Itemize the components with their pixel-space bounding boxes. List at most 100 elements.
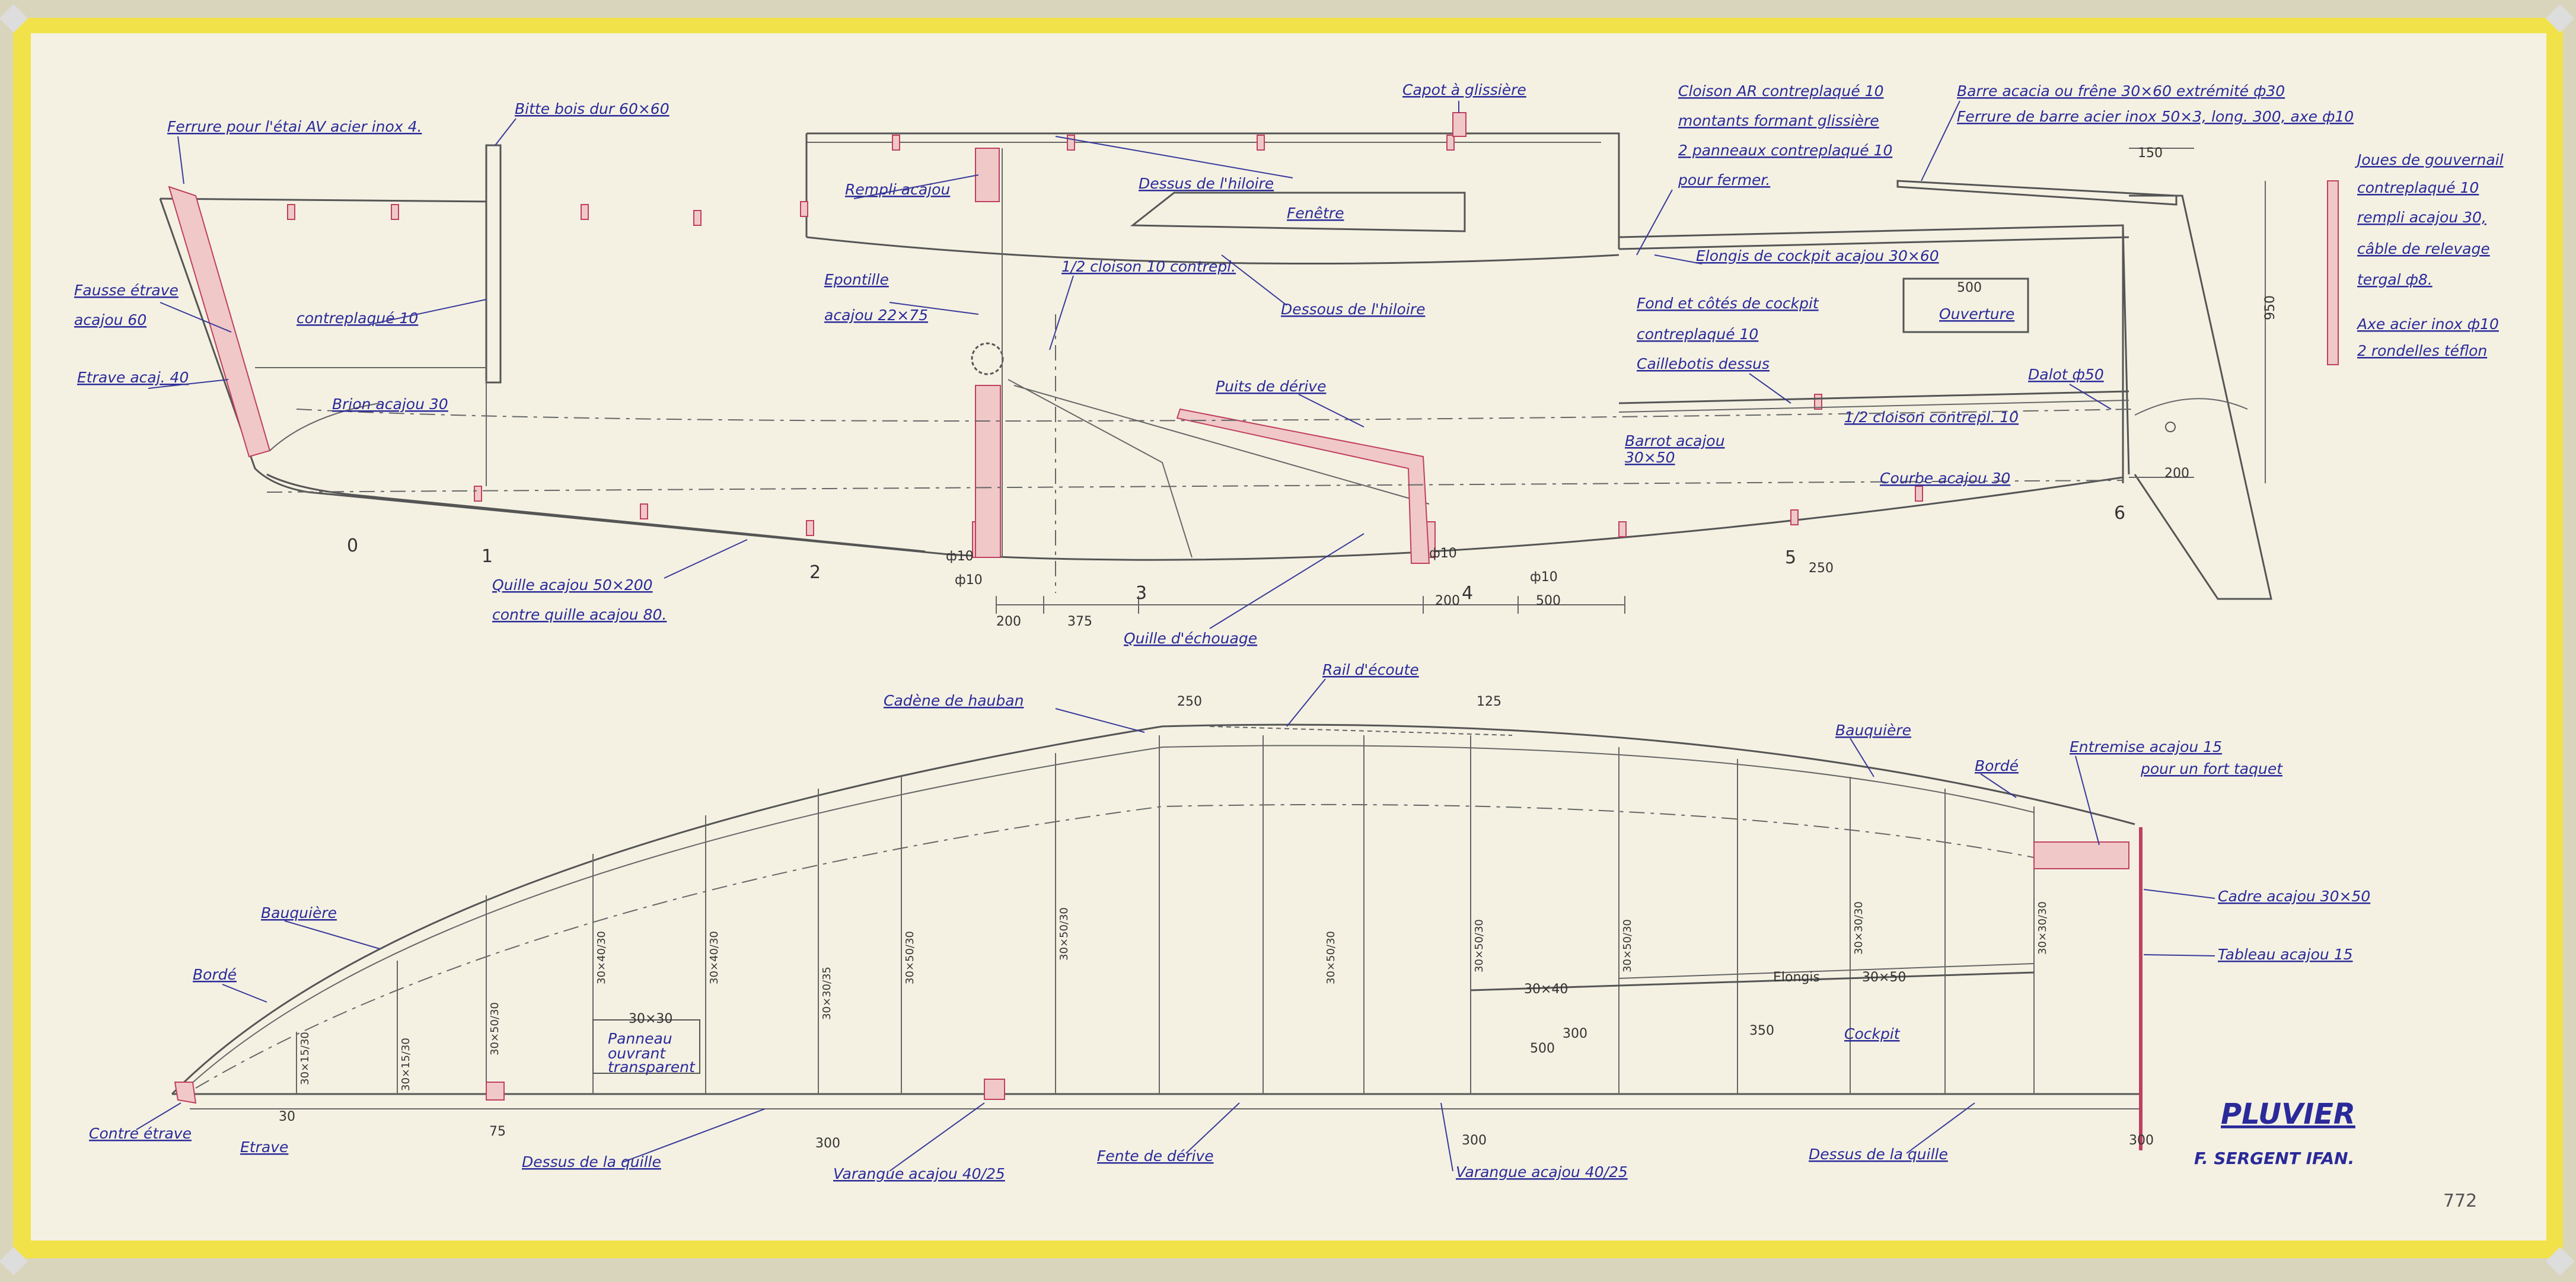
label-demi-cloison: 1/2 cloison 10 contrepl. [1061,258,1236,275]
label-bauquiere-l: Bauquière [261,904,337,921]
label-pour-fermer: pour fermer. [1678,171,1770,189]
station-1: 1 [482,546,493,567]
bitte [485,144,502,384]
tiller-barre [1896,180,2178,206]
cockpit-opening [1902,278,2029,333]
label-etrave: Etrave [240,1139,288,1156]
label-elongis: Elongis de cockpit acajou 30×60 [1696,247,1939,264]
label-acajou-60: acajou 60 [74,311,146,329]
label-dim-30x50: 30×50 [1862,970,1906,985]
label-taquet: pour un fort taquet [2140,760,2283,777]
station-0: 0 [347,535,358,556]
label-transparent: transparent [608,1058,696,1076]
svg-text:500: 500 [1536,594,1561,608]
epontille [975,148,1000,202]
label-cadre: Cadre acajou 30×50 [2218,888,2370,905]
plan-leaders [136,678,2215,1172]
label-cockpit: Cockpit [1844,1025,1901,1042]
label-etrave: Etrave acaj. 40 [77,369,189,386]
label-dim-300b: 300 [815,1136,840,1151]
label-borde-l: Bordé [193,966,237,983]
profile-leaders [148,100,2112,629]
profile-dimension-lines [996,148,2266,614]
svg-text:375: 375 [1067,614,1092,629]
station-numbers: 0 1 2 3 4 5 6 [347,503,2125,604]
label-dessus-quille-r: Dessus de la quille [1809,1146,1948,1163]
label-courbe: Courbe acajou 30 [1880,470,2010,487]
label-capot: Capot à glissière [1402,81,1526,98]
label-joues-rempli: rempli acajou 30, [2357,209,2486,226]
label-tableau: Tableau acajou 15 [2218,946,2353,963]
label-puits: Puits de dérive [1216,378,1327,395]
plan-labels: Cadène de hauban Rail d'écoute 250 125 B… [89,661,2370,1182]
label-joues: Joues de gouvernail [2354,151,2504,168]
label-ferrure-etai: Ferrure pour l'étai AV acier inox 4. [167,118,422,135]
station-4: 4 [1462,583,1473,604]
svg-text:30×50/30: 30×50/30 [489,1002,501,1055]
svg-text:950: 950 [2263,295,2278,320]
plan-frame-labels: 30×15/30 30×15/30 30×50/30 30×40/30 30×4… [299,901,2049,1091]
tracing-paper [31,33,2546,1240]
sheet-number: 772 [2443,1191,2477,1211]
svg-text:200: 200 [1435,594,1460,608]
label-dim-30x40: 30×40 [1524,982,1568,997]
label-rail: Rail d'écoute [1322,661,1419,678]
profile-sheer-line [160,197,493,203]
svg-text:ф10: ф10 [955,573,983,588]
label-panneaux: 2 panneaux contreplaqué 10 [1678,142,1892,159]
label-dim-350: 350 [1749,1023,1774,1038]
centreboard-trunk [1176,408,1430,564]
label-borde-r: Bordé [1975,757,2019,774]
label-dim-75: 75 [489,1124,506,1139]
svg-text:30×30/35: 30×30/35 [821,967,833,1020]
label-ouverture: Ouverture [1939,305,2014,323]
svg-text:30×50/30: 30×50/30 [904,931,916,984]
label-tergal: tergal ф8. [2357,271,2432,288]
svg-text:200: 200 [2164,466,2189,481]
label-joues-cp: contreplaqué 10 [2357,179,2479,196]
label-ferrure-barre: Ferrure de barre acier inox 50×3, long. … [1957,108,2354,125]
profile-labels: Ferrure pour l'étai AV acier inox 4. Bit… [74,81,2504,647]
label-demi-cloison2: 1/2 cloison contrepl. 10 [1844,409,2019,426]
label-fenetre: Fenêtre [1287,205,1344,222]
label-cloison-ar: Cloison AR contreplaqué 10 [1678,82,1884,100]
label-dim-300c: 300 [1462,1133,1487,1148]
label-dim-30: 30 [279,1109,295,1124]
label-dim-300: 300 [1563,1026,1587,1041]
label-fausse-etrave: Fausse étrave [74,282,178,299]
svg-text:30×40/30: 30×40/30 [708,931,720,984]
entremise [2033,841,2129,869]
label-bitte: Bitte bois dur 60×60 [515,100,669,117]
svg-text:ф10: ф10 [1530,570,1558,585]
label-dim-30x30: 30×30 [629,1012,672,1026]
label-bauquiere-r: Bauquière [1835,722,1911,739]
svg-text:ф10: ф10 [1429,546,1457,561]
svg-text:250: 250 [1809,561,1834,576]
svg-text:30×40/30: 30×40/30 [595,931,608,984]
label-barrot-dim: 30×50 [1625,449,1675,466]
svg-text:30×30/30: 30×30/30 [1853,901,1865,955]
label-ouverture-dim: 500 [1957,280,1982,295]
label-dim-250: 250 [1177,694,1202,709]
label-axe: Axe acier inox ф10 [2356,315,2499,333]
label-dim-500: 500 [1530,1041,1555,1056]
label-quille: Quille acajou 50×200 [492,576,653,594]
label-epontille: Epontille [824,271,889,288]
drawing-author: F. SERGENT IFAN. [2194,1149,2354,1168]
label-dim-300d: 300 [2129,1133,2154,1148]
profile-construction-line [266,480,2124,493]
plan-frames [296,735,2035,1094]
label-dessus-hiloire: Dessus de l'hiloire [1139,175,1274,192]
drawing-title: PLUVIER [2221,1098,2355,1131]
label-elongis: Elongis [1773,970,1820,985]
label-caillebotis: Caillebotis dessus [1637,355,1770,372]
label-rondelles: 2 rondelles téflon [2357,342,2487,359]
svg-text:30×50/30: 30×50/30 [1621,919,1634,972]
svg-text:30×50/30: 30×50/30 [1058,907,1070,961]
label-brion: Brion acajou 30 [332,396,448,413]
label-dessous-hiloire: Dessous de l'hiloire [1281,301,1425,318]
label-cadene: Cadène de hauban [884,692,1024,709]
rudder-cheek [2327,180,2339,365]
label-contre-quille: contre quille acajou 80. [492,606,667,623]
